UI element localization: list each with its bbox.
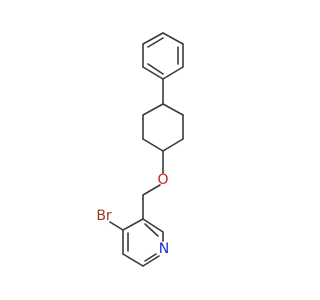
pyridine-ring (122, 218, 164, 267)
cyclohexane-ring (142, 103, 184, 152)
bromine-label: Br (96, 208, 112, 224)
phenyl-ring (142, 32, 184, 80)
bond (142, 32, 164, 45)
bond (142, 138, 164, 152)
double-bond-inner (144, 253, 157, 262)
structure-diagram: O N Br (96, 32, 184, 267)
bond (142, 103, 164, 116)
bond (162, 103, 184, 116)
bond (162, 66, 184, 80)
bond (162, 138, 184, 152)
nitrogen-label: N (159, 241, 169, 257)
bond (122, 253, 144, 267)
double-bond-inner (144, 223, 159, 237)
double-bond-inner (147, 37, 164, 48)
bond (142, 66, 164, 80)
structure-canvas: O N Br (96, 32, 184, 267)
oxygen-label: O (157, 172, 168, 188)
bond (162, 32, 184, 45)
bond (142, 218, 164, 233)
bond (142, 255, 160, 267)
double-bond-inner (147, 63, 164, 75)
bond (122, 218, 144, 231)
bond (142, 184, 161, 196)
bond (109, 221, 124, 231)
